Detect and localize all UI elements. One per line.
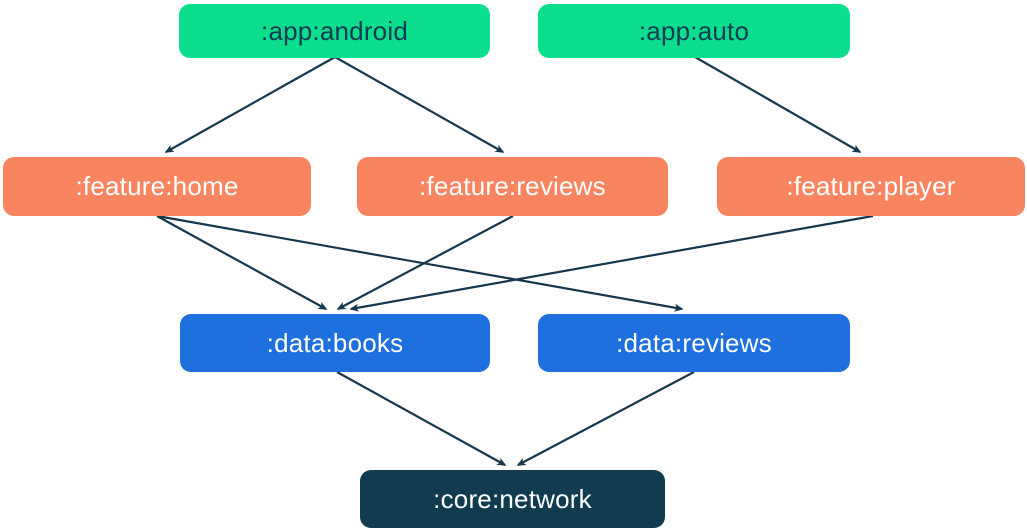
edge-data-books-to-core-network — [336, 371, 507, 466]
node-feature-home: :feature:home — [3, 157, 311, 216]
node-data-reviews: :data:reviews — [538, 314, 850, 372]
edge-app-auto-to-feature-player — [694, 56, 862, 153]
node-app-android: :app:android — [179, 4, 490, 58]
node-data-books: :data:books — [180, 314, 490, 372]
node-app-auto: :app:auto — [538, 4, 850, 58]
edge-data-reviews-to-core-network — [516, 371, 695, 466]
edge-feature-reviews-to-data-books — [336, 215, 514, 310]
edge-feature-player-to-data-books — [349, 214, 874, 312]
node-feature-player: :feature:player — [717, 157, 1025, 216]
edge-feature-home-to-data-reviews — [156, 214, 684, 312]
node-core-network: :core:network — [360, 470, 665, 528]
edge-feature-home-to-data-books — [156, 215, 328, 310]
node-feature-reviews: :feature:reviews — [357, 157, 668, 216]
edge-app-android-to-feature-reviews — [334, 56, 505, 153]
edge-app-android-to-feature-home — [164, 56, 336, 153]
